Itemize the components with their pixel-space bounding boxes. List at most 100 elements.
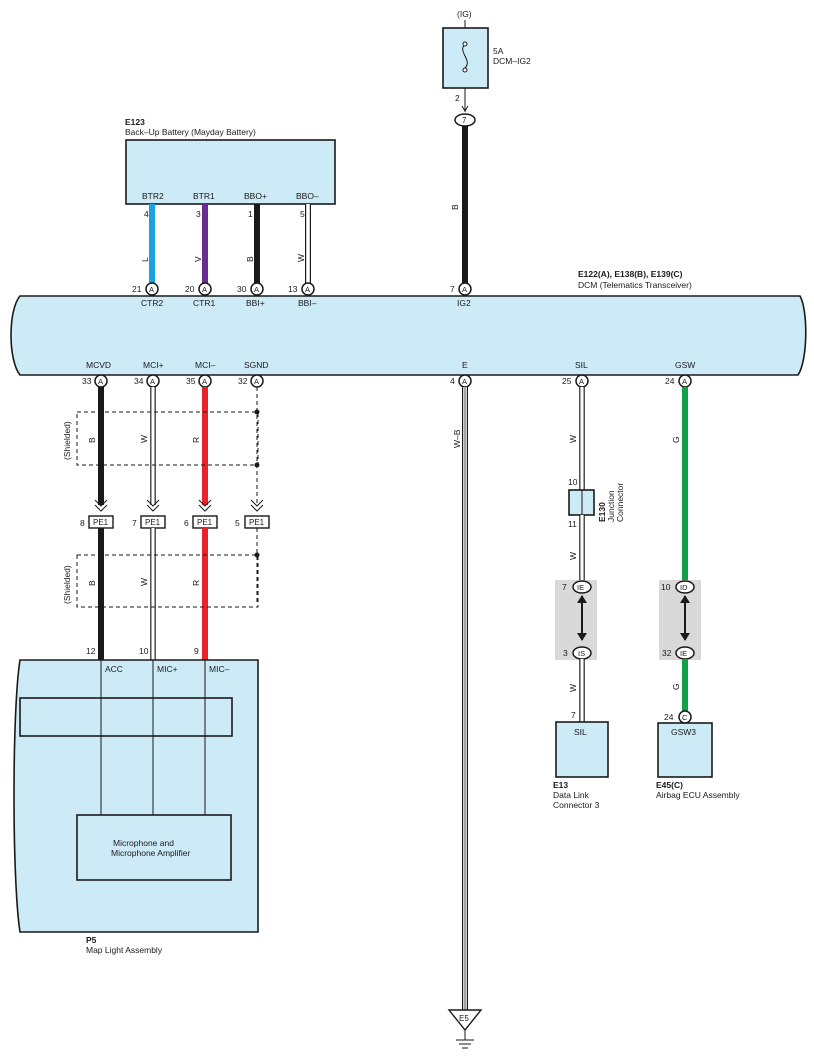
battery-name: Back–Up Battery (Mayday Battery): [125, 127, 256, 137]
svg-text:20: 20: [185, 284, 195, 294]
chevron-down-icon: [94, 499, 264, 512]
svg-text:25: 25: [562, 376, 572, 386]
svg-text:BBI–: BBI–: [298, 298, 317, 308]
wire-color-mci-minus: R: [191, 437, 201, 443]
wire-color-ground: W–B: [452, 429, 462, 448]
svg-text:A: A: [254, 377, 259, 386]
svg-text:8: 8: [80, 518, 85, 528]
dcm-code: E122(A), E138(B), E139(C): [578, 269, 683, 279]
svg-text:GSW: GSW: [675, 360, 695, 370]
dcm-top-terminal: 7 A IG2: [450, 282, 472, 308]
svg-text:PE1: PE1: [145, 518, 161, 527]
battery-code: E123: [125, 117, 145, 127]
wire-color-gsw: G: [671, 436, 681, 443]
wire-color-bbo-minus: W: [296, 254, 306, 262]
map-light-switch-bar: [19, 697, 233, 737]
airbag-name: Airbag ECU Assembly: [656, 790, 740, 800]
ic-connector-label: ID: [680, 583, 688, 592]
svg-text:A: A: [254, 285, 259, 294]
wire-color-sil: W: [568, 684, 578, 692]
dcm-top-terminal: 13 A BBI–: [288, 282, 317, 308]
airbag-pin: 24: [664, 712, 674, 722]
ic-connector-label: IE: [680, 649, 687, 658]
svg-text:A: A: [202, 285, 207, 294]
svg-text:24: 24: [665, 376, 675, 386]
ic-connector-label: IE: [577, 583, 584, 592]
pe1-connector: 7 PE1: [132, 515, 166, 529]
svg-text:7: 7: [450, 284, 455, 294]
svg-text:CTR1: CTR1: [193, 298, 215, 308]
svg-text:A: A: [98, 377, 103, 386]
pe1-connector: 5 PE1: [235, 515, 270, 529]
svg-text:A: A: [150, 377, 155, 386]
ic-connector-label: IS: [578, 649, 585, 658]
ground-icon: [456, 1030, 474, 1049]
battery-pin-1: 1: [248, 209, 253, 219]
map-light-pin: 12: [86, 646, 96, 656]
battery-pin-3: 3: [196, 209, 201, 219]
svg-text:35: 35: [186, 376, 196, 386]
fuse-icon: [462, 41, 468, 73]
fuse-name: DCM–IG2: [493, 56, 531, 66]
dcm-top-terminal: 21 A CTR2: [132, 282, 163, 308]
microphone-label: Microphone and: [113, 838, 174, 848]
ground-point-label: E5: [459, 1014, 469, 1023]
svg-text:IG2: IG2: [457, 298, 471, 308]
microphone-label: Microphone Amplifier: [111, 848, 191, 858]
shield-drain-dot: [254, 409, 260, 415]
arrow-down-icon: [461, 105, 469, 112]
svg-text:5: 5: [235, 518, 240, 528]
map-light-term: ACC: [105, 664, 123, 674]
battery-pin-4: 4: [144, 209, 149, 219]
wire-color-mci-plus: W: [139, 435, 149, 443]
wire-color-sil: W: [568, 552, 578, 560]
svg-text:32: 32: [238, 376, 248, 386]
dcm-bottom-terminal: SGND 32 A: [238, 360, 269, 388]
svg-text:MCI–: MCI–: [195, 360, 216, 370]
svg-text:PE1: PE1: [197, 518, 213, 527]
dlc-name: Data Link: [553, 790, 590, 800]
wire-color-btr1: V: [193, 256, 203, 262]
wire-color-acc: B: [87, 580, 97, 586]
wire-color-btr2: L: [140, 257, 150, 262]
fuse-out-pin: 2: [455, 93, 460, 103]
ic-connector: [572, 580, 592, 594]
pe1-connector: 6 PE1: [184, 515, 218, 529]
battery-box: [125, 139, 336, 205]
svg-text:13: 13: [288, 284, 298, 294]
fuse-rating: 5A: [493, 46, 504, 56]
shield-label: (Shielded): [62, 565, 72, 604]
airbag-box: [657, 722, 713, 778]
map-light-code: P5: [86, 935, 97, 945]
ig2-wire-color: B: [450, 204, 460, 210]
shield-lower: [76, 554, 259, 608]
dlc-pin: 7: [571, 710, 576, 720]
svg-text:33: 33: [82, 376, 92, 386]
svg-text:E: E: [462, 360, 468, 370]
ig-label: (IG): [457, 9, 472, 19]
svg-text:MCI+: MCI+: [143, 360, 164, 370]
shield-drain-dot: [254, 462, 260, 468]
svg-text:A: A: [202, 377, 207, 386]
svg-text:7: 7: [132, 518, 137, 528]
wire-color-mic-minus: R: [191, 580, 201, 586]
svg-text:4: 4: [450, 376, 455, 386]
shield-label: (Shielded): [62, 421, 72, 460]
svg-text:SIL: SIL: [575, 360, 588, 370]
svg-text:PE1: PE1: [93, 518, 109, 527]
microphone-box: [76, 814, 232, 881]
dcm-name: DCM (Telematics Transceiver): [578, 280, 692, 290]
pe1-connector: 8 PE1: [80, 515, 114, 529]
dlc-term: SIL: [574, 727, 587, 737]
svg-text:21: 21: [132, 284, 142, 294]
airbag-connector-label: C: [682, 713, 688, 722]
battery-term-btr1: BTR1: [193, 191, 215, 201]
jc-code: E130: [597, 502, 607, 522]
ic-pin: 10: [661, 582, 671, 592]
svg-text:30: 30: [237, 284, 247, 294]
map-light-pin: 10: [139, 646, 149, 656]
dlc-name: Connector 3: [553, 800, 600, 810]
svg-text:34: 34: [134, 376, 144, 386]
wire-color-gsw: G: [671, 683, 681, 690]
